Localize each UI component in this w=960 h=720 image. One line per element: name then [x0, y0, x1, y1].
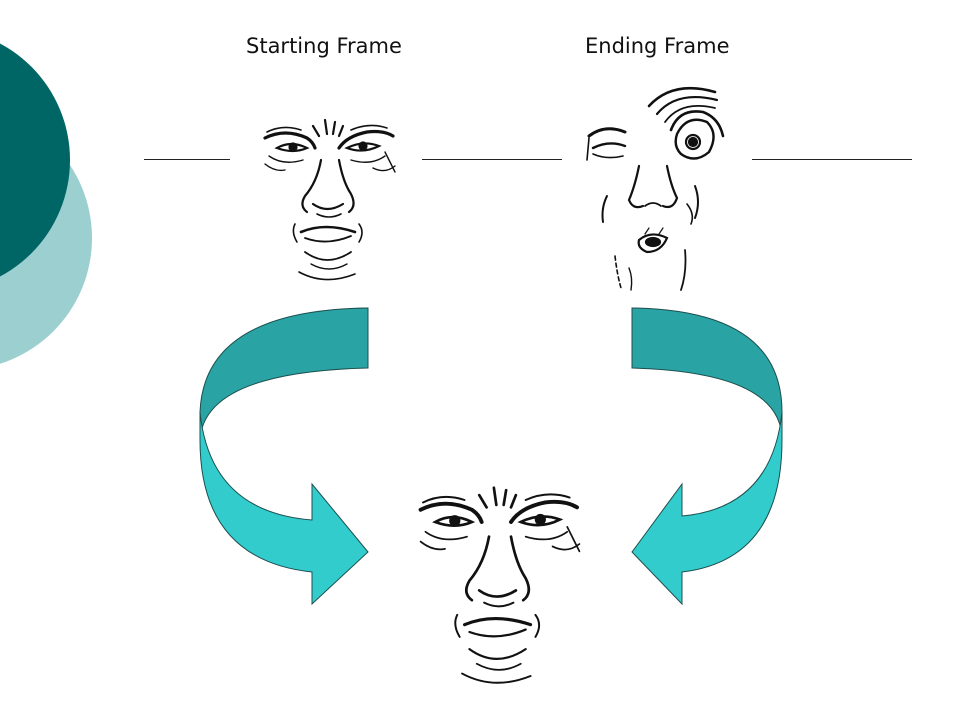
rule-left — [144, 159, 230, 160]
starting-frame-label: Starting Frame — [246, 34, 402, 58]
left-arrow-front — [199, 411, 369, 606]
ending-frame-label: Ending Frame — [585, 34, 730, 58]
right-arrow-front — [631, 411, 783, 606]
right-arrow-back — [631, 307, 783, 441]
decorative-circles — [0, 43, 92, 364]
ending-frame-face — [586, 86, 725, 291]
starting-frame-face — [263, 118, 396, 281]
rule-middle — [422, 159, 562, 160]
left-arrow-back — [199, 307, 369, 441]
dark-teal-circle — [0, 43, 70, 277]
rule-right — [752, 159, 912, 160]
result-face — [418, 486, 581, 684]
